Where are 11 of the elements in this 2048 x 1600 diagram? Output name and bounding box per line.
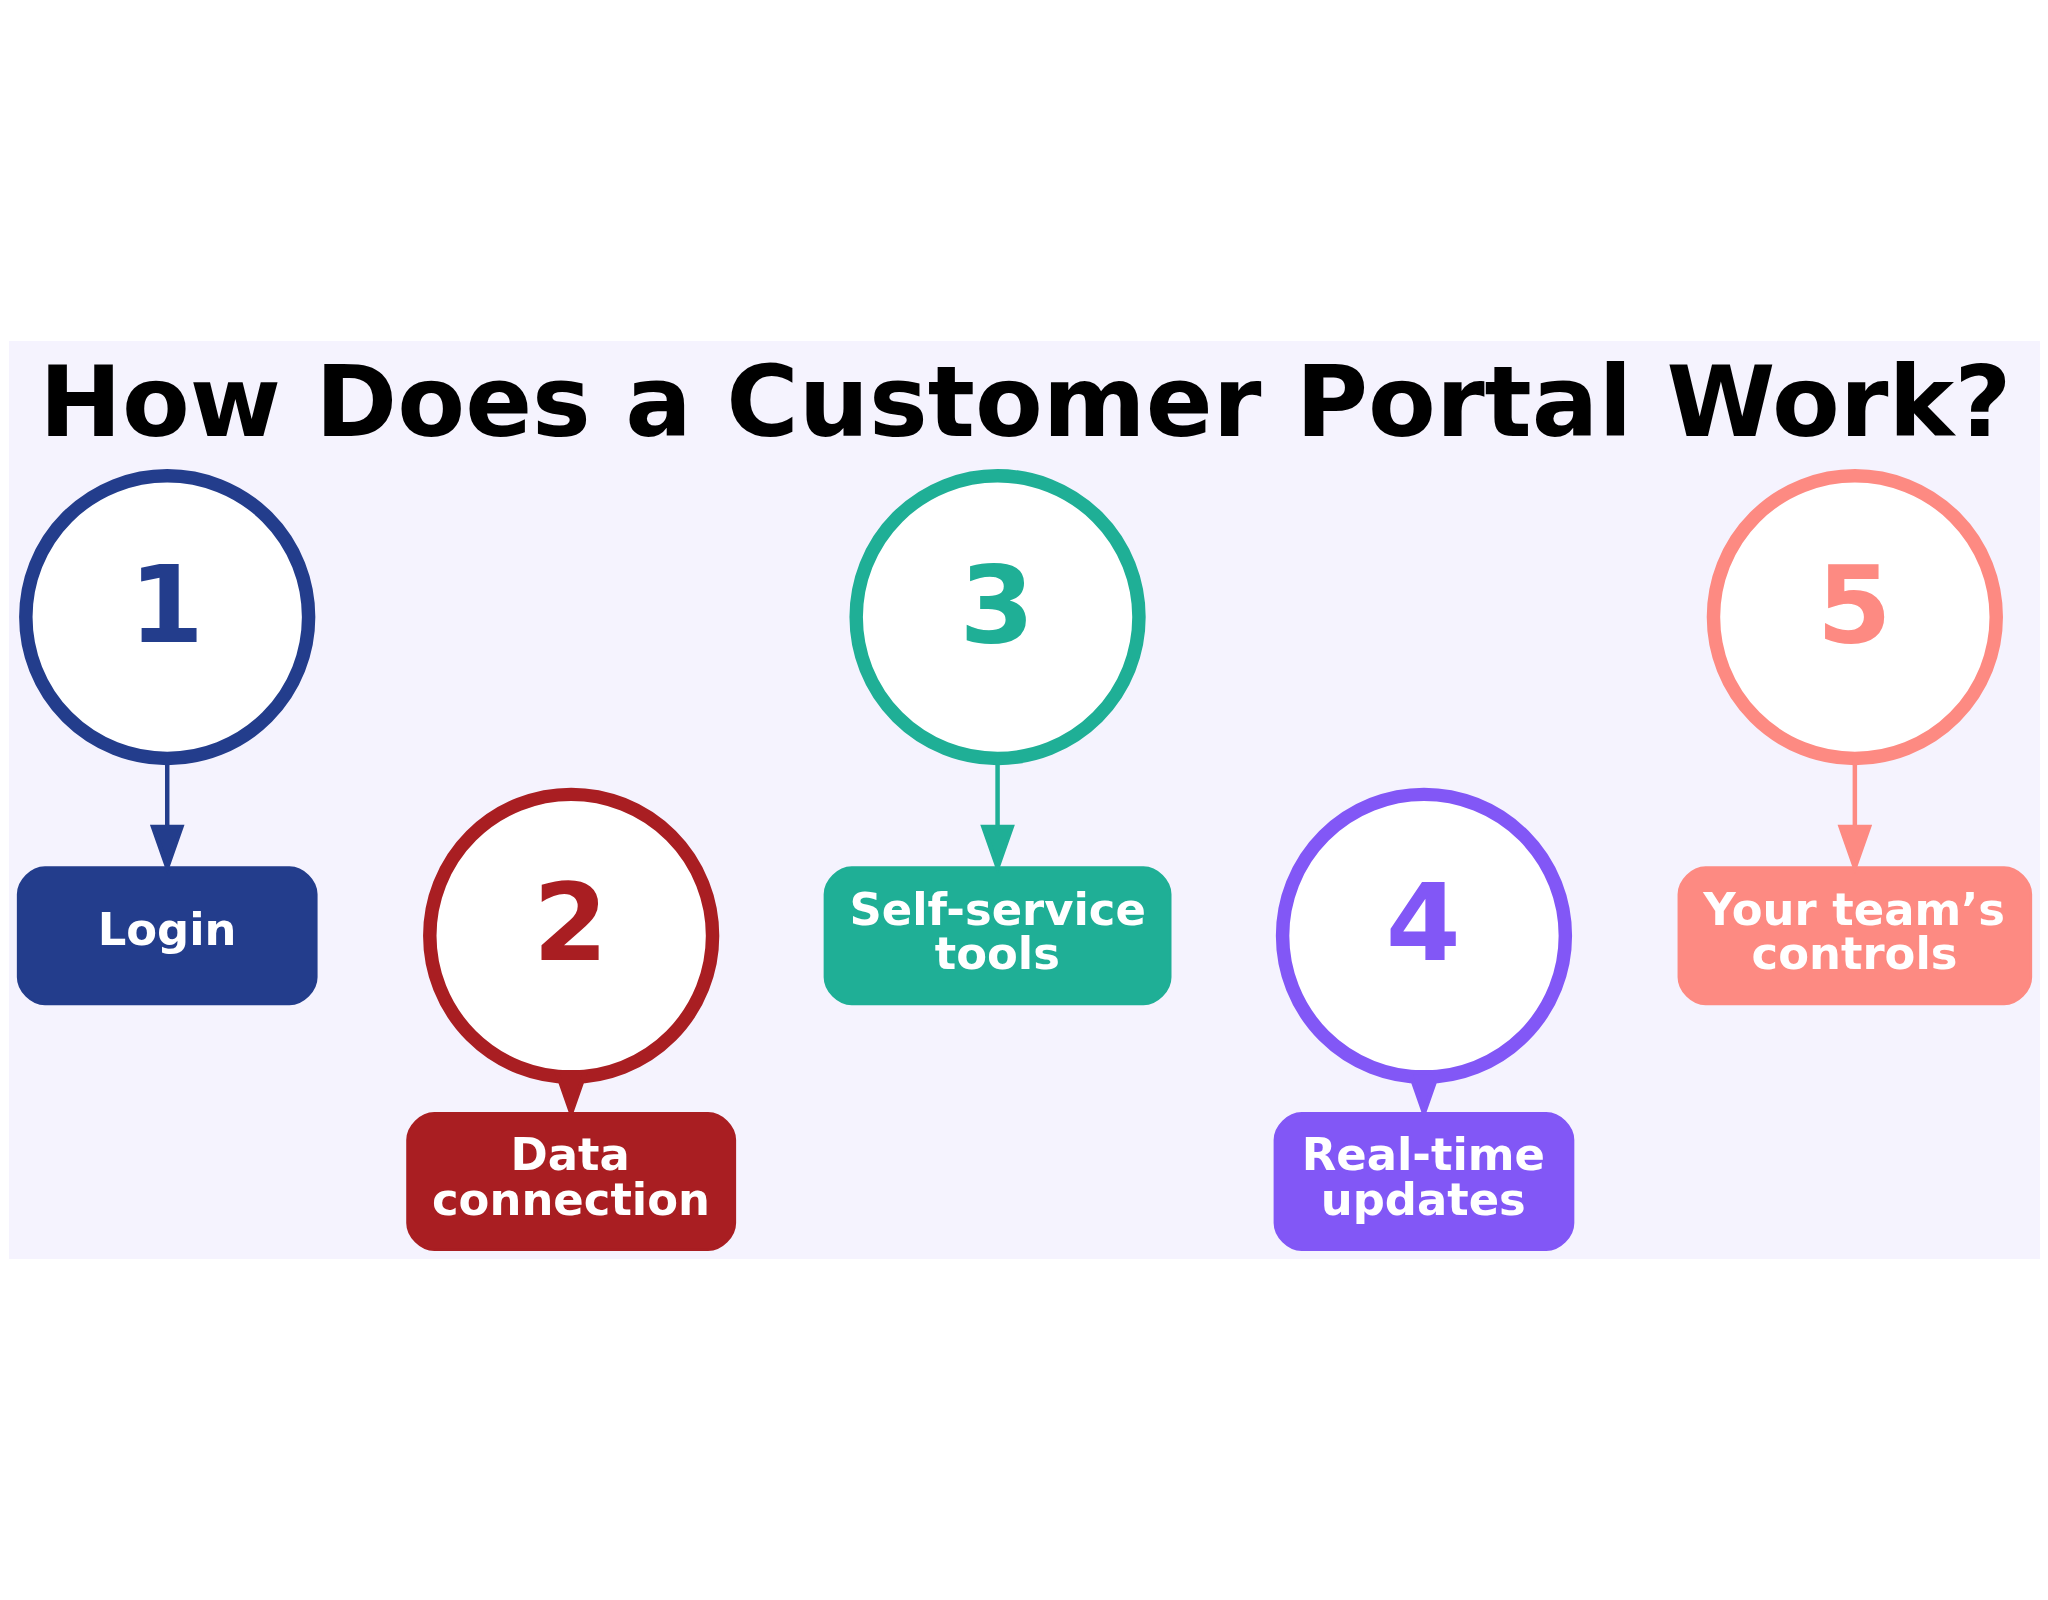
- node-box: Data connection: [405, 1111, 736, 1252]
- node-circle: 5: [1706, 468, 2003, 766]
- diagram-title: How Does a Customer Portal Work?: [38, 343, 2011, 459]
- node-circle: 1: [18, 468, 315, 766]
- node-circle: 3: [848, 468, 1146, 766]
- node-box: Your team’s controls: [1677, 866, 2032, 1006]
- node-circle: 2: [422, 787, 719, 1084]
- node-box: Real-time updates: [1273, 1111, 1574, 1252]
- node-box: Login: [16, 866, 318, 1006]
- node-box: Self-service tools: [823, 866, 1171, 1006]
- node-circle: 4: [1275, 787, 1572, 1084]
